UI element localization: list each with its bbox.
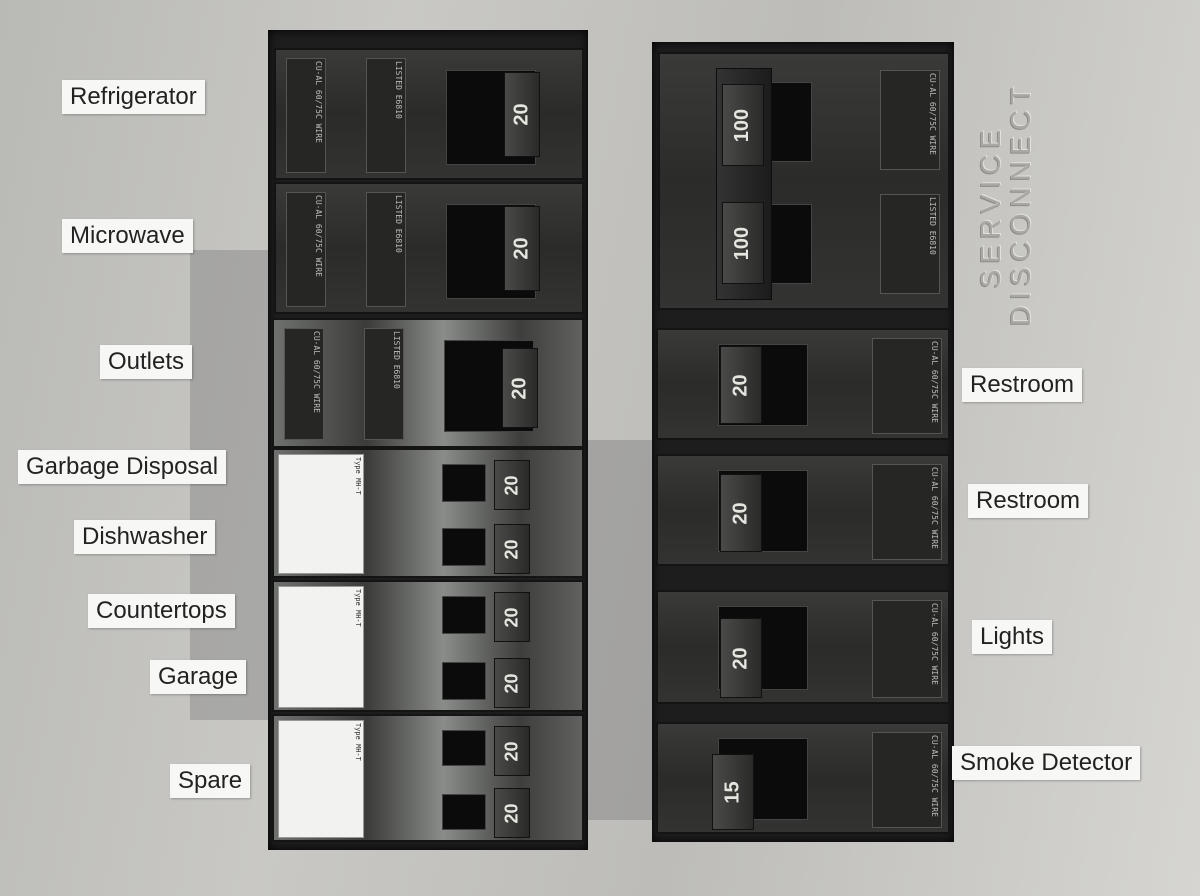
label-smoke-detector: Smoke Detector [952, 746, 1141, 780]
breaker-main[interactable]: 100 100 CU-AL 60/75C WIRE LISTED E6810 [658, 52, 950, 310]
label-lights: Lights [972, 620, 1053, 654]
breaker-toggle-restroom-1[interactable]: 20 [720, 346, 762, 424]
handle-slot [442, 464, 486, 502]
amp-rating: 20 [510, 103, 533, 126]
breaker-print-text: CU-AL 60/75C WIRE [286, 192, 326, 307]
handle-slot [442, 730, 486, 766]
breaker-restroom-1[interactable]: 20 CU-AL 60/75C WIRE [656, 328, 950, 440]
breaker-toggle-countertops[interactable]: 20 [494, 592, 530, 642]
breaker-print-listing: LISTED E6810 [880, 194, 940, 294]
breaker-print-listing: LISTED E6810 [366, 192, 406, 307]
amp-rating: 100 [731, 226, 754, 260]
breaker-print-text: CU-AL 60/75C WIRE [880, 70, 940, 170]
label-outlets: Outlets [100, 345, 193, 379]
wall-shadow-left [190, 250, 280, 720]
breaker-tandem-2: Type MH-T 20 20 [272, 580, 584, 712]
breaker-toggle-spare-2[interactable]: 20 [494, 788, 530, 838]
breaker-tandem-3: Type MH-T 20 20 [272, 714, 584, 842]
breaker-sticker: Type MH-T [278, 586, 364, 708]
breaker-print-text: CU-AL 60/75C WIRE [872, 600, 942, 698]
handle-slot [442, 596, 486, 634]
breaker-toggle-spare-1[interactable]: 20 [494, 726, 530, 776]
panel-marking-line1: SERVICE [975, 123, 1006, 289]
panel-marking-line2: DISCONNECT [1005, 80, 1036, 326]
breaker-toggle-dishwasher[interactable]: 20 [494, 524, 530, 574]
breaker-smoke-detector[interactable]: 15 CU-AL 60/75C WIRE [656, 722, 950, 834]
handle-slot [442, 662, 486, 700]
amp-rating: 20 [501, 606, 522, 628]
handle-slot [442, 528, 486, 566]
breaker-toggle-garage[interactable]: 20 [494, 658, 530, 708]
breaker-column-right: 100 100 CU-AL 60/75C WIRE LISTED E6810 2… [652, 42, 954, 842]
wall-shadow-center [585, 440, 655, 820]
breaker-outlets[interactable]: CU-AL 60/75C WIRE LISTED E6810 20 [272, 318, 584, 448]
breaker-print-listing: LISTED E6810 [364, 328, 404, 440]
breaker-print-text: CU-AL 60/75C WIRE [872, 732, 942, 828]
amp-rating: 20 [508, 376, 531, 400]
amp-rating: 20 [729, 373, 752, 397]
breaker-column-left: CU-AL 60/75C WIRE LISTED E6810 20 CU-AL … [268, 30, 588, 850]
breaker-toggle-lights[interactable]: 20 [720, 618, 762, 698]
breaker-restroom-2[interactable]: 20 CU-AL 60/75C WIRE [656, 454, 950, 566]
breaker-print-text: CU-AL 60/75C WIRE [872, 338, 942, 434]
breaker-toggle-garbage-disposal[interactable]: 20 [494, 460, 530, 510]
label-restroom-2: Restroom [968, 484, 1089, 518]
amp-rating: 20 [501, 740, 522, 762]
label-countertops: Countertops [88, 594, 235, 628]
handle-slot [442, 794, 486, 830]
label-restroom-1: Restroom [962, 368, 1083, 402]
label-spare: Spare [170, 764, 251, 798]
breaker-toggle-restroom-2[interactable]: 20 [720, 474, 762, 552]
breaker-toggle-microwave[interactable]: 20 [504, 206, 540, 291]
breaker-tandem-1: Type MH-T 20 20 [272, 448, 584, 578]
breaker-toggle-main-top[interactable]: 100 [722, 84, 764, 166]
breaker-print-text: CU-AL 60/75C WIRE [284, 328, 324, 440]
amp-rating: 15 [721, 780, 744, 804]
breaker-sticker: Type MH-T [278, 454, 364, 574]
amp-rating: 20 [510, 237, 533, 260]
label-garage: Garage [150, 660, 247, 694]
amp-rating: 20 [501, 672, 522, 694]
amp-rating: 20 [501, 802, 522, 824]
breaker-toggle-refrigerator[interactable]: 20 [504, 72, 540, 157]
breaker-print-listing: LISTED E6810 [366, 58, 406, 173]
breaker-microwave[interactable]: CU-AL 60/75C WIRE LISTED E6810 20 [274, 182, 584, 314]
breaker-refrigerator[interactable]: CU-AL 60/75C WIRE LISTED E6810 20 [274, 48, 584, 180]
amp-rating: 20 [501, 474, 522, 496]
breaker-sticker: Type MH-T [278, 720, 364, 838]
label-garbage-disposal: Garbage Disposal [18, 450, 227, 484]
breaker-toggle-smoke-detector[interactable]: 15 [712, 754, 754, 830]
label-refrigerator: Refrigerator [62, 80, 205, 114]
breaker-lights[interactable]: 20 CU-AL 60/75C WIRE [656, 590, 950, 704]
label-microwave: Microwave [62, 219, 193, 253]
amp-rating: 20 [501, 538, 522, 560]
breaker-toggle-outlets[interactable]: 20 [502, 348, 538, 428]
breaker-toggle-main-bottom[interactable]: 100 [722, 202, 764, 284]
amp-rating: 20 [729, 646, 752, 670]
breaker-print-text: CU-AL 60/75C WIRE [872, 464, 942, 560]
panel-marking-service-disconnect: SERVICE DISCONNECT [975, 80, 1048, 326]
breaker-print-text: CU-AL 60/75C WIRE [286, 58, 326, 173]
label-dishwasher: Dishwasher [74, 520, 216, 554]
amp-rating: 20 [729, 501, 752, 525]
amp-rating: 100 [731, 108, 754, 142]
